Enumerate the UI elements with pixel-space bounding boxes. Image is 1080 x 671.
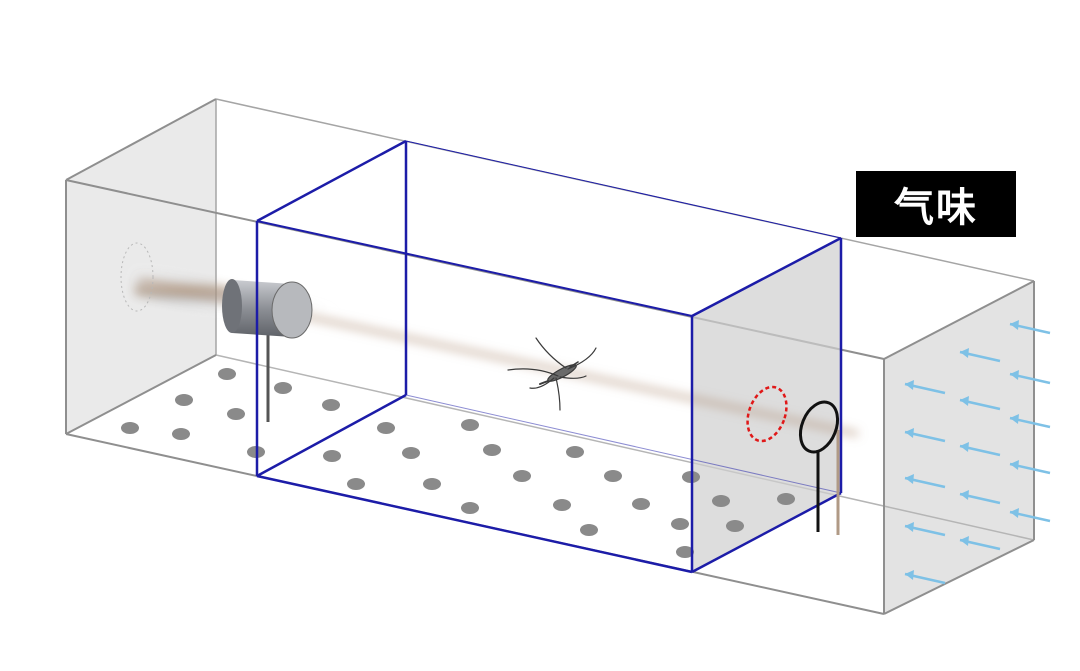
floor-hole xyxy=(726,520,744,532)
floor-hole xyxy=(423,478,441,490)
airflow-arrow-icon xyxy=(959,348,1001,363)
floor-hole xyxy=(461,419,479,431)
floor-hole xyxy=(712,495,730,507)
airflow-arrow-icon xyxy=(1009,414,1051,429)
floor-hole xyxy=(274,382,292,394)
floor-hole xyxy=(461,502,479,514)
floor-hole xyxy=(513,470,531,482)
chamber-box xyxy=(65,98,1035,615)
floor-hole xyxy=(671,518,689,530)
airflow-arrow-icon xyxy=(904,570,946,585)
airflow-arrow-icon xyxy=(1009,370,1051,385)
floor-hole xyxy=(377,422,395,434)
wire-loop-icon xyxy=(798,400,840,535)
airflow-arrow-icon xyxy=(904,474,946,489)
inner-cage xyxy=(255,139,843,574)
floor-hole xyxy=(553,499,571,511)
airflow-arrow-icon xyxy=(904,522,946,537)
airflow-arrow-icon xyxy=(959,490,1001,505)
floor-hole xyxy=(218,368,236,380)
airflow-arrow-icon xyxy=(959,442,1001,457)
airflow-arrow-icon xyxy=(1009,320,1051,335)
odor-label: 气味 xyxy=(856,171,1016,237)
airflow-arrow-icon xyxy=(959,536,1001,551)
airflow-arrow-icon xyxy=(904,428,946,443)
floor-holes xyxy=(121,368,795,558)
floor-hole xyxy=(323,450,341,462)
airflow-arrow-icon xyxy=(904,380,946,395)
floor-hole xyxy=(604,470,622,482)
cylinder-weight-icon xyxy=(222,279,313,422)
floor-hole xyxy=(580,524,598,536)
floor-hole xyxy=(632,498,650,510)
airflow-arrow-icon xyxy=(1009,460,1051,475)
floor-hole xyxy=(175,394,193,406)
floor-hole xyxy=(172,428,190,440)
floor-hole xyxy=(322,399,340,411)
target-marker xyxy=(746,385,788,443)
floor-hole xyxy=(402,447,420,459)
floor-hole xyxy=(121,422,139,434)
floor-hole xyxy=(676,546,694,558)
floor-hole xyxy=(483,444,501,456)
chamber-left-face xyxy=(66,99,216,434)
floor-hole xyxy=(347,478,365,490)
floor-hole xyxy=(777,493,795,505)
airflow-arrow-icon xyxy=(959,396,1001,411)
chamber-right-face xyxy=(884,281,1034,614)
floor-hole xyxy=(227,408,245,420)
airflow-arrows xyxy=(904,320,1051,585)
mosquito-icon xyxy=(507,337,597,411)
airflow-arrow-icon xyxy=(1009,508,1051,523)
floor-hole xyxy=(566,446,584,458)
